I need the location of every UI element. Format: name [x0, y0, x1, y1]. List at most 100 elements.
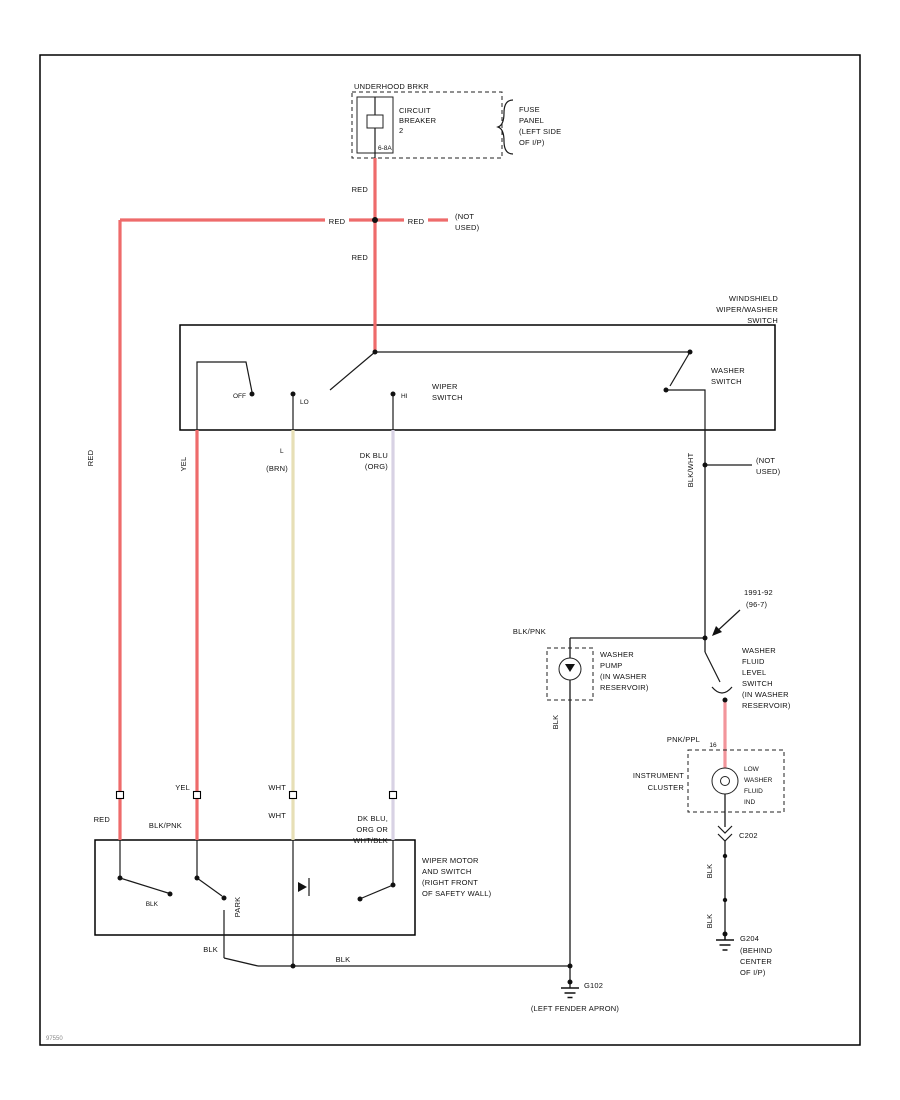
junction-dot	[702, 635, 708, 641]
indicator-label: FLUID	[744, 788, 763, 795]
washer-contact-dot	[663, 387, 669, 393]
xref-arrowhead	[712, 626, 722, 636]
wire-color-label: WHT/BLK	[353, 836, 388, 845]
fuse-panel-label: PANEL	[519, 116, 544, 125]
instrument-cluster-dashed-box	[687, 749, 785, 813]
level-switch-label: WASHER	[742, 646, 776, 655]
black-wiring	[119, 351, 785, 999]
not-used-label: USED)	[756, 467, 781, 476]
wiper-motor-label: WIPER MOTOR	[422, 856, 479, 865]
hi-contact-dot	[390, 391, 396, 397]
wiper-motor-label: (RIGHT FRONT	[422, 878, 478, 887]
motor-hi-arm	[361, 884, 394, 899]
wiper-motor-box	[94, 839, 416, 936]
ground-location-label: (LEFT FENDER APRON)	[531, 1004, 620, 1013]
switch-box-title: WINDSHIELD	[729, 294, 778, 303]
washer-switch-label: WASHER	[711, 366, 745, 375]
connector-square	[192, 790, 202, 800]
inline-connectors	[115, 790, 398, 800]
wire-color-label: BLK	[705, 864, 714, 879]
ground-location-label: CENTER	[740, 957, 772, 966]
text-labels: UNDERHOOD BRKR CIRCUIT BREAKER 2 6-8A FU…	[46, 82, 791, 1042]
wire-color-label: PNK/PPL	[667, 735, 700, 744]
splice-dot	[722, 853, 728, 859]
circuit-breaker-label: BREAKER	[399, 116, 437, 125]
g204-dot	[722, 931, 728, 937]
park-arm-right	[196, 877, 223, 897]
label-bg	[325, 215, 349, 227]
junction-dot	[722, 697, 728, 703]
level-switch-label: LEVEL	[742, 668, 766, 677]
wire-color-label: ORG OR	[356, 825, 388, 834]
connector-square	[388, 790, 398, 800]
wiper-motor-label: AND SWITCH	[422, 867, 472, 876]
circuit-breaker-number: 2	[399, 126, 403, 135]
ground-merge	[223, 957, 259, 967]
cross-reference-label: (96-7)	[746, 600, 768, 609]
wire-color-label: RED	[352, 253, 369, 262]
wiper-switch-arm	[329, 351, 376, 391]
wire-color-label: WHT	[268, 783, 286, 792]
washer-pump-label: WASHER	[600, 650, 634, 659]
off-contact-dot	[249, 391, 255, 397]
junction-dot	[567, 963, 573, 969]
wire-color-label: BLK	[146, 901, 159, 908]
wire-color-label: BLK/WHT	[686, 452, 695, 487]
wire-color-label: YEL	[175, 783, 190, 792]
pump-impeller-icon	[565, 664, 575, 672]
level-switch-label: SWITCH	[742, 679, 773, 688]
contact-dot	[390, 882, 396, 888]
ground-location-label: (BEHIND	[740, 946, 773, 955]
wiper-switch-label: WIPER	[432, 382, 458, 391]
fuse-panel-brace	[496, 99, 514, 155]
wire-color-label: BLK/PNK	[513, 627, 546, 636]
off-branch	[196, 361, 253, 430]
off-position-label: OFF	[233, 393, 246, 400]
junction-dot	[687, 349, 693, 355]
park-arm-left	[119, 877, 169, 894]
underhood-label: UNDERHOOD BRKR	[354, 82, 429, 91]
indicator-label: IND	[744, 799, 756, 806]
fuse-panel-label: OF I/P)	[519, 138, 545, 147]
wire-color-label: WHT	[268, 811, 286, 820]
level-switch-label: FLUID	[742, 657, 765, 666]
connector-square	[288, 790, 298, 800]
splice-dot	[722, 897, 728, 903]
wire-color-label: BLK	[551, 715, 560, 730]
park-contact-dot	[221, 895, 227, 901]
cross-reference-label: 1991-92	[744, 588, 773, 597]
washer-pump-label: (IN WASHER	[600, 672, 647, 681]
junction-dot	[290, 963, 296, 969]
wire-color-label: (BRN)	[266, 464, 288, 473]
wiper-washer-switch-box	[179, 324, 776, 431]
contact-dot	[194, 875, 200, 881]
wire-color-label: RED	[94, 815, 111, 824]
lo-position-label: LO	[300, 399, 309, 406]
wire-color-label: BLK	[203, 945, 218, 954]
wire-color-label: YEL	[179, 457, 188, 472]
wire-color-label: RED	[408, 217, 425, 226]
fuse-panel-dashed-box	[351, 91, 503, 159]
wire-color-label: RED	[86, 449, 95, 466]
wire-color-label: BLK	[336, 955, 351, 964]
wire-color-label: BLK/PNK	[149, 821, 182, 830]
not-used-label: USED)	[455, 223, 480, 232]
level-switch-label: RESERVOIR)	[742, 701, 791, 710]
circuit-breaker-label: CIRCUIT	[399, 106, 431, 115]
wire-color-label: (ORG)	[365, 462, 388, 471]
level-switch-float	[711, 686, 733, 694]
diagram-id: 97550	[46, 1036, 63, 1042]
instrument-cluster-label: INSTRUMENT	[633, 771, 684, 780]
junction-dot	[372, 349, 378, 355]
instrument-cluster-label: CLUSTER	[648, 783, 685, 792]
terminal-label: 16	[709, 742, 717, 749]
fuse-panel-label: (LEFT SIDE	[519, 127, 561, 136]
wire-color-label: RED	[329, 217, 346, 226]
colored-wires	[118, 158, 727, 840]
circuit-breaker-block	[351, 91, 514, 159]
indicator-bulb-icon	[720, 776, 730, 786]
not-used-label: (NOT	[756, 456, 775, 465]
label-bg	[404, 215, 428, 227]
